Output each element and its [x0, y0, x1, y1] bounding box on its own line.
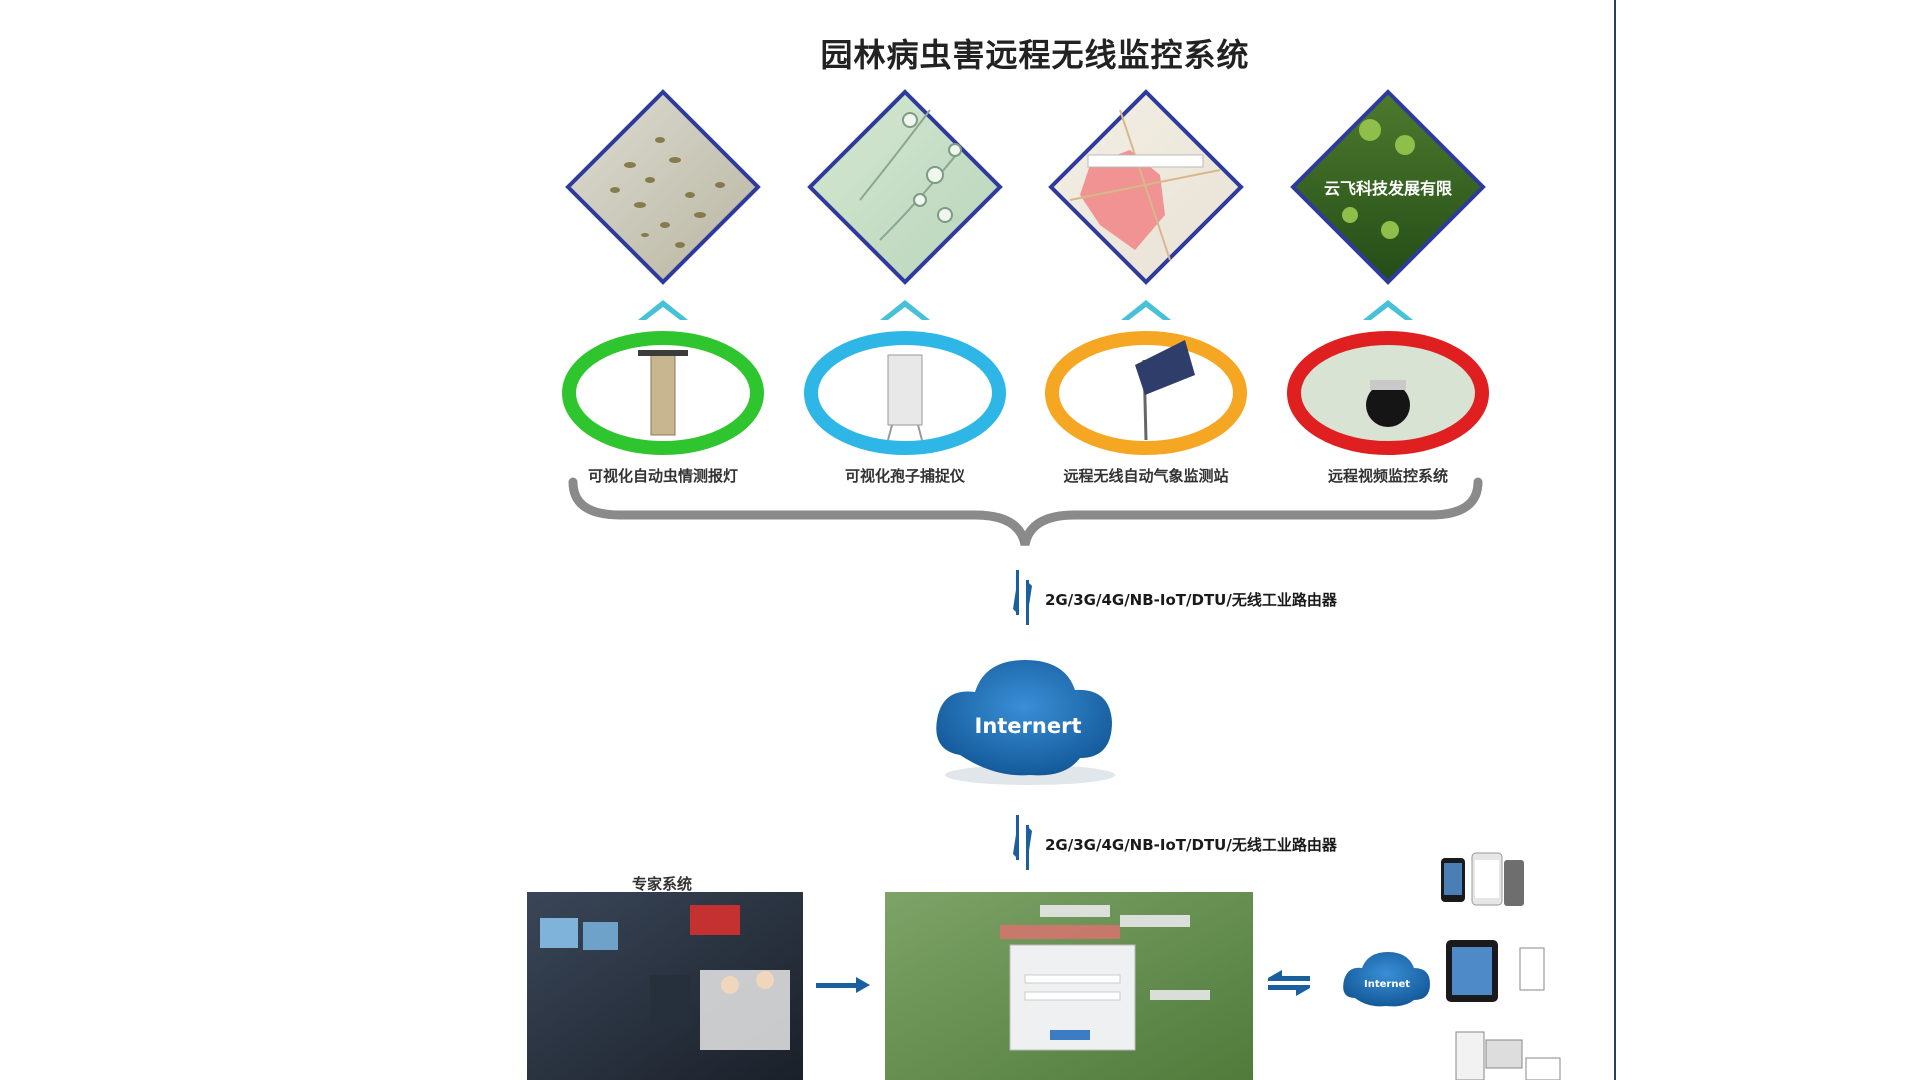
- expert-system-photo: [527, 892, 803, 1080]
- chevron-up-icon: [1363, 300, 1413, 320]
- tablet-icon: [1446, 940, 1545, 1002]
- chevron-up-icon: [880, 300, 930, 320]
- device-label-insect-lamp: 可视化自动虫情测报灯: [587, 467, 738, 485]
- device-ring-video-camera: [1287, 331, 1489, 455]
- double-arrow-platform: [1268, 970, 1310, 996]
- computer-icon: [1455, 1031, 1561, 1080]
- diagram-title: 园林病虫害远程无线监控系统: [820, 36, 1250, 74]
- snapshot-diamond-insects: [565, 89, 761, 285]
- chevron-up-icon: [1121, 300, 1171, 320]
- small-cloud-label: Internet: [1364, 979, 1410, 990]
- link-arrow-bottom: [1013, 815, 1032, 870]
- grouping-brace: [568, 477, 1483, 547]
- snapshot-diamond-map: [1048, 89, 1244, 285]
- small-internet-cloud: Internet: [1343, 952, 1430, 1007]
- up-chevrons: [638, 300, 1413, 320]
- device-label-video-camera: 远程视频监控系统: [1327, 467, 1448, 485]
- device-ring-insect-lamp: [562, 331, 764, 455]
- platform-screenshot: [885, 892, 1253, 1080]
- cloud-label: Internert: [975, 714, 1082, 738]
- smartphone-icon: [1441, 852, 1524, 906]
- device-ring-weather-station: [1045, 331, 1247, 455]
- link-arrow-top: [1013, 570, 1032, 625]
- arrow-right-expert: [816, 977, 870, 993]
- link-label-bottom: 2G/3G/4G/NB-IoT/DTU/无线工业路由器: [1045, 836, 1337, 854]
- snapshot-overlay-text: 云飞科技发展有限: [1324, 179, 1453, 198]
- right-divider-line: [1614, 0, 1616, 1080]
- expert-system-label: 专家系统: [632, 875, 693, 893]
- terminal-devices: [1441, 852, 1561, 1080]
- internet-cloud: Internert: [936, 660, 1115, 785]
- chevron-up-icon: [638, 300, 688, 320]
- snapshot-diamond-trees: 云飞科技发展有限: [1290, 89, 1486, 285]
- snapshot-diamond-spores: [807, 89, 1003, 285]
- device-label-spore-trap: 可视化孢子捕捉仪: [844, 467, 965, 485]
- link-label-top: 2G/3G/4G/NB-IoT/DTU/无线工业路由器: [1045, 591, 1337, 609]
- device-ring-spore-trap: [804, 331, 1006, 455]
- device-label-weather-station: 远程无线自动气象监测站: [1063, 467, 1229, 485]
